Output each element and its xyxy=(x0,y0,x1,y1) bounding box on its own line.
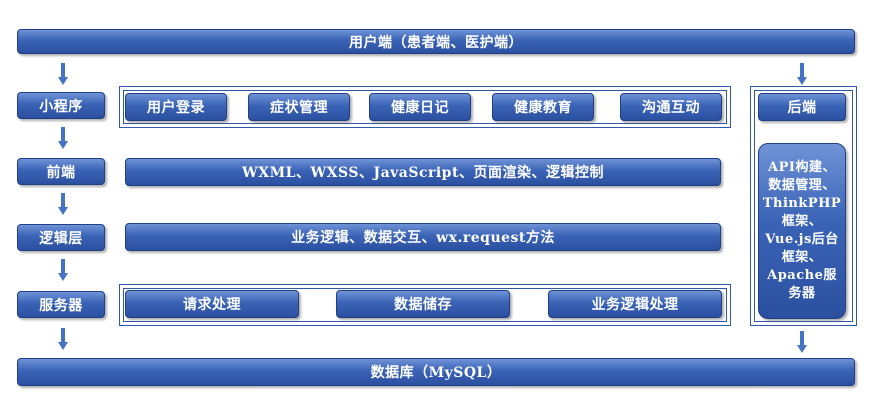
layer-mini-program: 小程序 xyxy=(17,92,105,119)
module-communication: 沟通互动 xyxy=(620,93,722,121)
frontend-content-bar: WXML、WXSS、JavaScript、页面渲染、逻辑控制 xyxy=(125,158,721,186)
module-symptom-management: 症状管理 xyxy=(248,93,350,121)
module-data-storage: 数据储存 xyxy=(336,290,510,318)
logic-content-bar: 业务逻辑、数据交互、wx.request方法 xyxy=(125,223,721,251)
down-arrow-icon xyxy=(58,259,68,281)
backend-content: API构建、数据管理、ThinkPHP框架、Vue.js后台框架、Apache服… xyxy=(758,143,846,319)
down-arrow-icon xyxy=(58,328,68,350)
database-bar: 数据库（MySQL） xyxy=(17,358,855,386)
down-arrow-icon xyxy=(797,331,807,353)
mini-program-frame xyxy=(119,86,731,128)
module-health-diary: 健康日记 xyxy=(369,93,471,121)
layer-server: 服务器 xyxy=(17,291,105,318)
backend-frame xyxy=(750,86,857,326)
down-arrow-icon xyxy=(58,127,68,149)
backend-title: 后端 xyxy=(758,93,846,121)
down-arrow-icon xyxy=(797,63,807,85)
module-request-processing: 请求处理 xyxy=(125,290,299,318)
module-business-logic: 业务逻辑处理 xyxy=(548,290,722,318)
module-user-login: 用户登录 xyxy=(125,93,227,121)
layer-frontend: 前端 xyxy=(17,158,105,185)
server-frame xyxy=(119,284,731,326)
down-arrow-icon xyxy=(58,193,68,215)
user-end-bar: 用户端（患者端、医护端） xyxy=(17,29,855,54)
layer-logic: 逻辑层 xyxy=(17,224,105,251)
down-arrow-icon xyxy=(58,63,68,85)
module-health-education: 健康教育 xyxy=(492,93,594,121)
